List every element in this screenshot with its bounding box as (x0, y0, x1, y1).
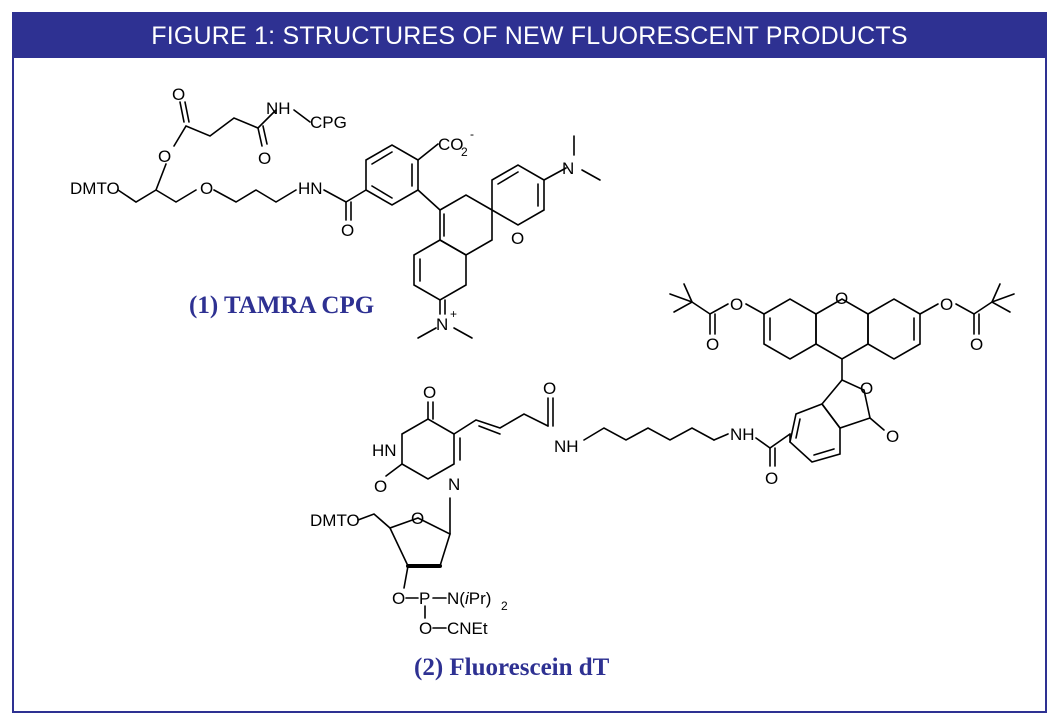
ring-benzoate-double-3 (371, 185, 393, 199)
ring-deoxyribose (388, 517, 451, 567)
ring-uracil (401, 418, 455, 480)
bond-nh-cpg (293, 109, 311, 123)
atom-o-piv-right-co: O (970, 335, 983, 354)
ring-fluor-center (815, 298, 869, 360)
bond-piv-right (955, 301, 1011, 315)
atom-co2-subscript: 2 (461, 145, 468, 159)
tamra-cpg-structure: DMTO O O O NH CPG O HN O (70, 85, 601, 339)
bond-hexyl (583, 427, 715, 441)
ring-lactone (820, 379, 871, 429)
ring-xanthene-upper (491, 164, 545, 226)
atom-o-carbonyl: O (172, 85, 185, 104)
atom-o-uracil-4: O (423, 383, 436, 402)
bond-hn-benzamide (323, 189, 367, 203)
bond-piv-right-me1 (991, 283, 1001, 303)
bond-piv-left (673, 301, 729, 315)
ring-benzo-double-2 (813, 448, 835, 456)
bond-uracil-c2o (385, 463, 403, 477)
atom-n-ipr: N(iPr) (447, 589, 491, 608)
bond-succinyl (173, 109, 277, 147)
ring-xanthene-lower (413, 239, 467, 301)
atom-p: P (419, 589, 430, 608)
bond-propyl (213, 189, 297, 203)
bond-acrylamide (453, 413, 549, 435)
atom-o-ester: O (158, 147, 171, 166)
caption-fluorescein-dt: (2) Fluorescein dT (414, 654, 610, 681)
bond-ch-o (155, 163, 167, 191)
atom-n-uracil: N (448, 475, 460, 494)
caption-tamra-cpg: (1) TAMRA CPG (189, 292, 375, 319)
atom-o-benzamide: O (341, 221, 354, 240)
figure-title: FIGURE 1: STRUCTURES OF NEW FLUORESCENT … (14, 14, 1045, 58)
bond-dmto-ch2 (357, 513, 391, 529)
bond-nplus-methyl-1 (417, 327, 437, 339)
atom-o-fluor-xanthene: O (835, 289, 848, 308)
atom-co2: CO (438, 135, 464, 154)
bond-piv-left-me2 (669, 293, 693, 303)
bond-piv-left-o (745, 303, 765, 315)
ring-fluor-benzo (789, 403, 841, 463)
atom-o-uracil-2: O (374, 477, 387, 496)
bond-ester-co (179, 101, 185, 123)
bond-sugar-o3p (403, 565, 409, 589)
atom-o-xanthene: O (511, 229, 524, 248)
bond-piv-left-me1 (683, 283, 693, 303)
atom-o-piv-right: O (940, 295, 953, 314)
atom-cpg: CPG (310, 113, 347, 132)
bond-acrylamide-double (478, 425, 501, 435)
ring-xanthene-center (439, 194, 493, 256)
bond-benzoate-xanthene (417, 189, 441, 211)
bond-glycerol-chain (117, 189, 197, 203)
atom-o-cnet: O (419, 619, 432, 638)
bond-piv-right-me2 (991, 293, 1015, 303)
bond-amide-co-2 (262, 125, 268, 145)
atom-nh-hexyl: NH (730, 425, 755, 444)
atom-o-amide-f: O (765, 469, 778, 488)
bond-aryl-n (543, 167, 567, 181)
ring-fluor-right (867, 298, 921, 360)
bond-lactone-co (869, 417, 885, 431)
figure-frame: FIGURE 1: STRUCTURES OF NEW FLUORESCENT … (12, 12, 1047, 713)
atom-o-ring: O (411, 509, 424, 528)
bond-nh-amide (755, 433, 791, 449)
bond-hexyl-nh (713, 433, 729, 441)
atom-n-ipr-subscript: 2 (501, 599, 508, 613)
ring-benzoate (365, 144, 419, 206)
atom-o-lactone-co: O (886, 427, 899, 446)
atom-n-dimethyl: N (562, 159, 574, 178)
bond-carboxylate (417, 143, 439, 161)
atom-o-piv-left: O (730, 295, 743, 314)
atom-o-3p: O (392, 589, 405, 608)
atom-o-piv-left-co: O (706, 335, 719, 354)
bond-n-methyl-2 (581, 169, 601, 181)
fluorescein-dt-structure: O HN O N O NH NH O DMTO O (310, 283, 1015, 638)
atom-hn: HN (298, 179, 323, 198)
chemical-structures-diagram: DMTO O O O NH CPG O HN O (70, 85, 1015, 638)
bond-piv-right-o (919, 303, 939, 315)
atom-n-plus: N (436, 315, 448, 334)
atom-o-lactone: O (860, 379, 873, 398)
atom-co2-charge: - (470, 127, 474, 141)
atom-o-ether: O (200, 179, 213, 198)
bond-nplus-methyl-2 (453, 327, 473, 339)
bond-amide-co (257, 127, 263, 147)
atom-hn-uracil: HN (372, 441, 397, 460)
atom-nh: NH (266, 99, 291, 118)
atom-o-acryl: O (543, 379, 556, 398)
atom-plus-charge: + (450, 307, 457, 321)
atom-o-amide: O (258, 149, 271, 168)
atom-nh-acryl: NH (554, 437, 579, 456)
ring-fluor-left (763, 298, 817, 360)
ring-benzoate-double-1 (371, 151, 393, 165)
ring-upper-double-1 (497, 171, 519, 185)
atom-cnet: CNEt (447, 619, 488, 638)
atom-dmto-f: DMTO (310, 511, 360, 530)
ring-benzo-double-1 (795, 418, 801, 439)
bond-ester-co-2 (184, 101, 190, 123)
atom-dmto: DMTO (70, 179, 120, 198)
